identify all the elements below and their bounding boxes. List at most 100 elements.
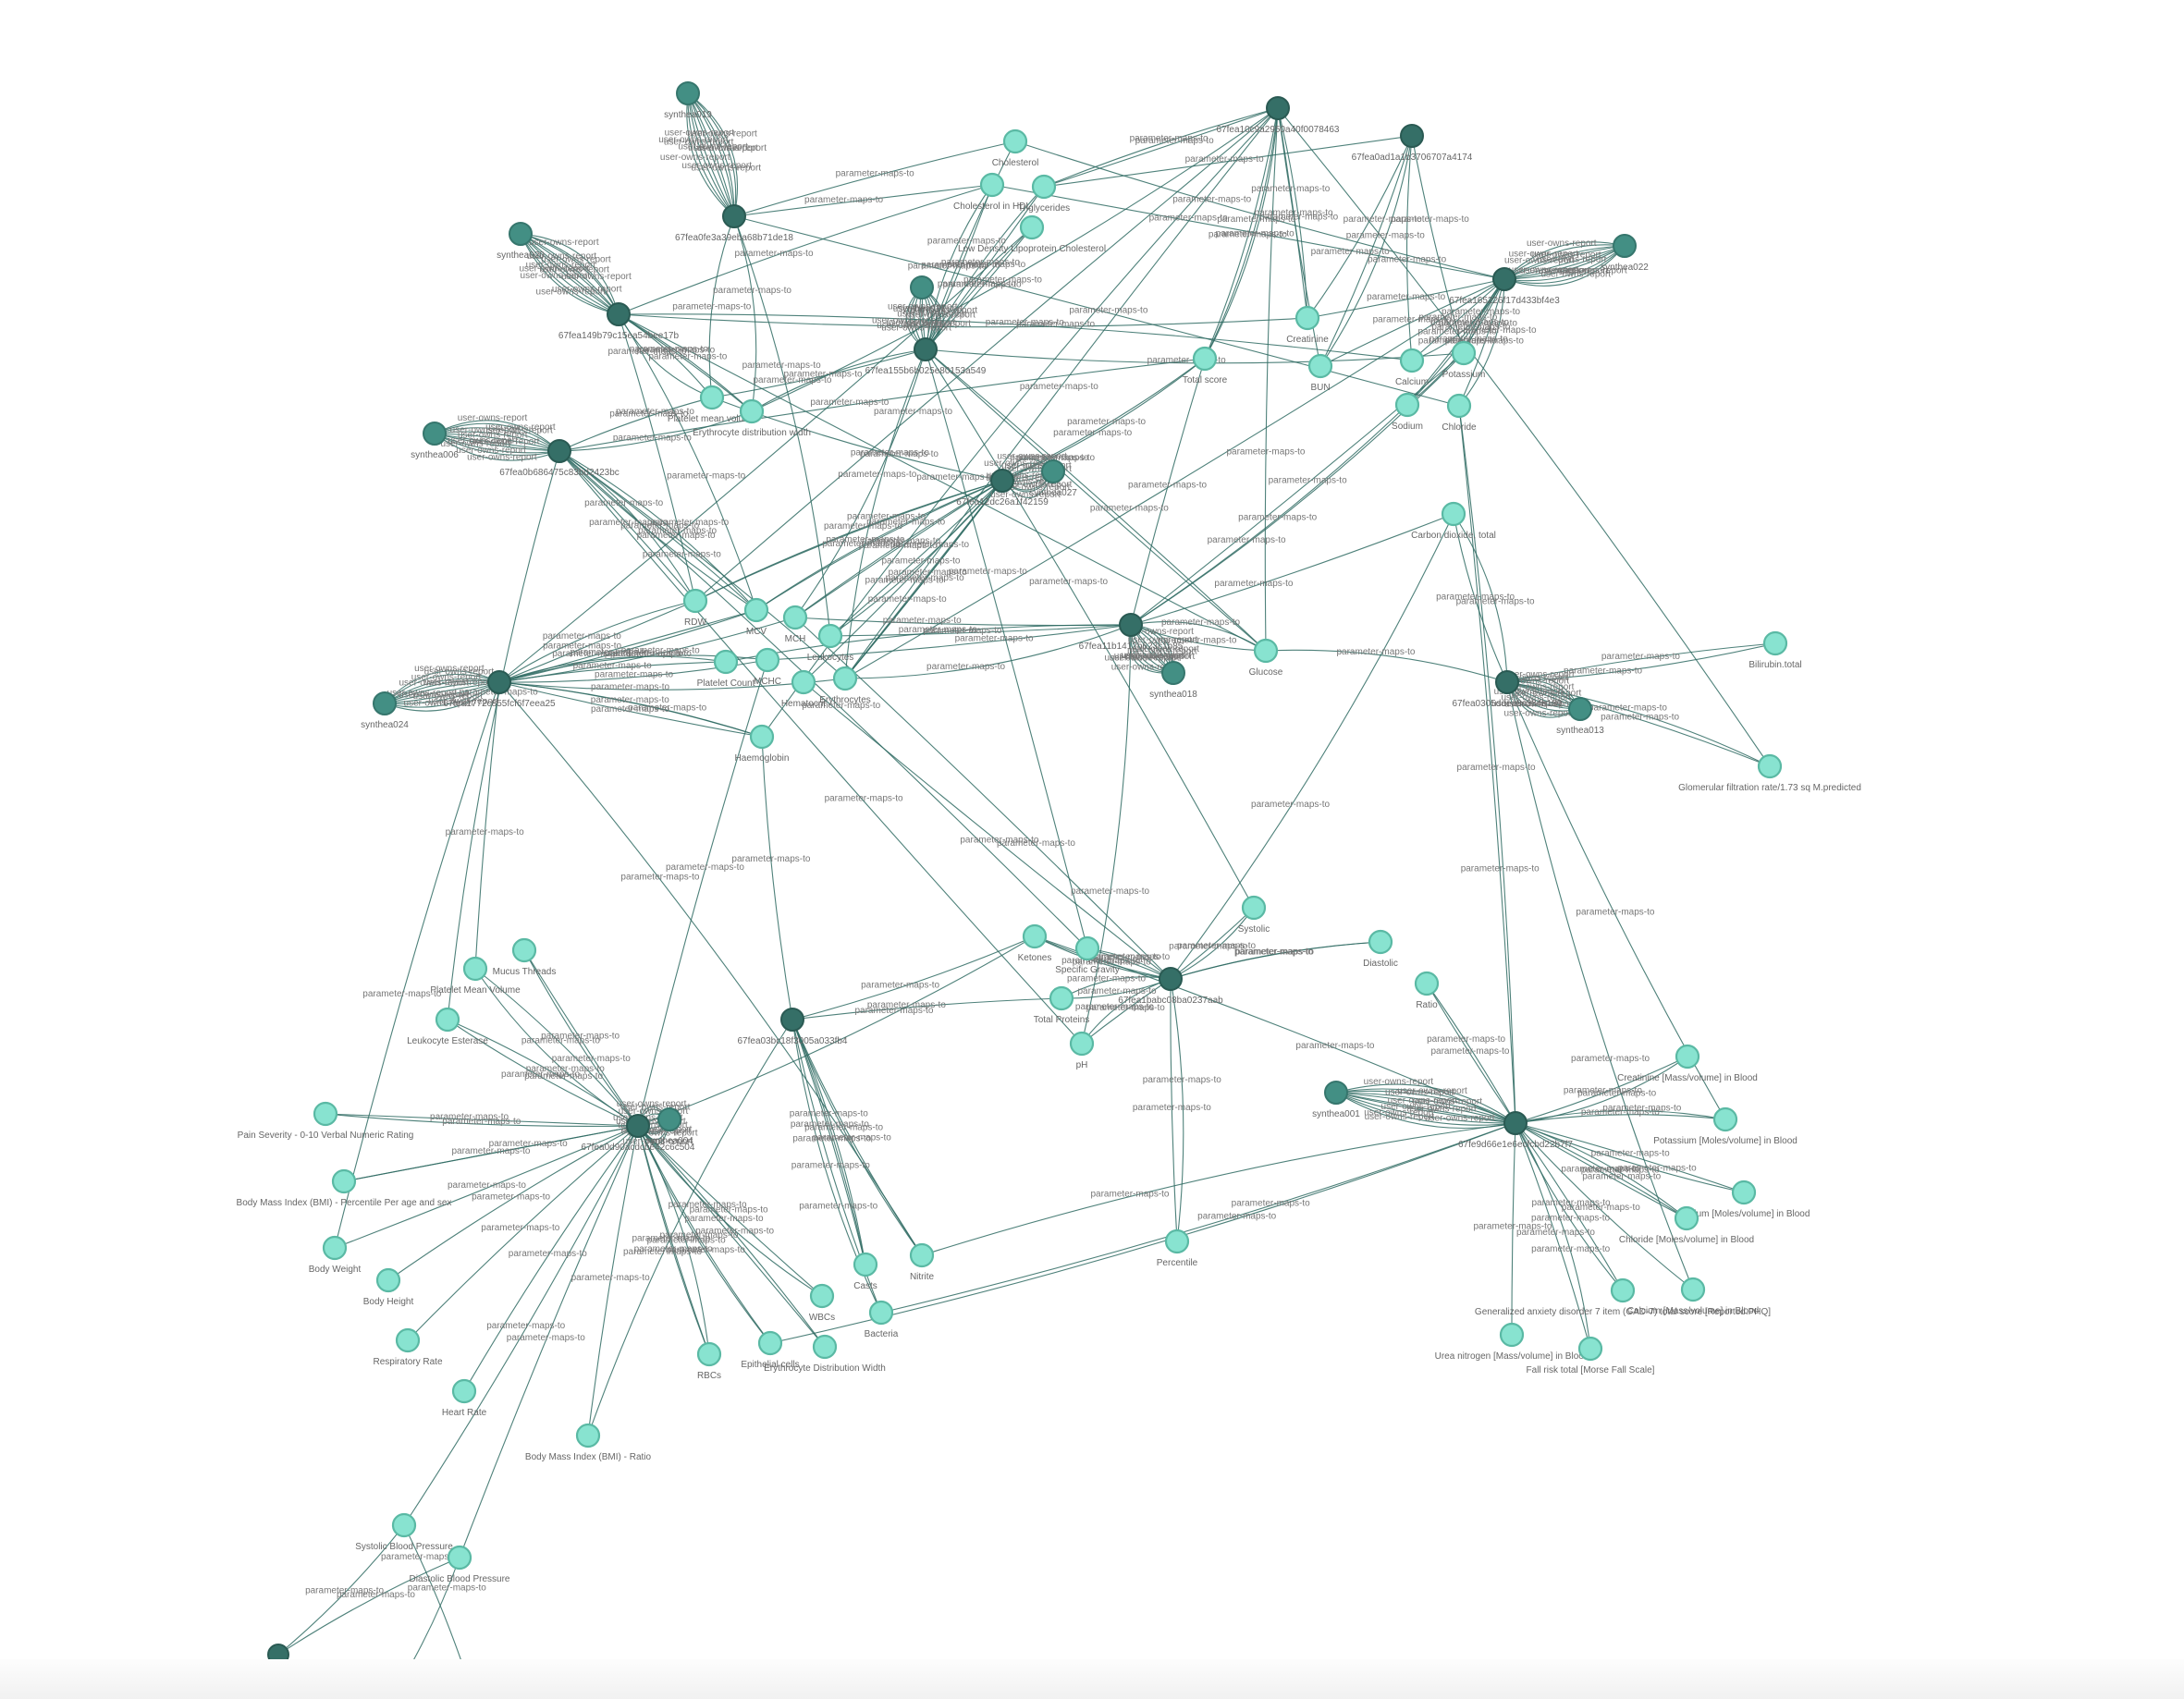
parameter-node[interactable]: Total Proteins [1034, 985, 1090, 1025]
report-node[interactable]: 67fea0b686475c83bd2423bc [499, 439, 620, 478]
report-node-circle[interactable] [1400, 124, 1424, 148]
user-node-circle[interactable] [1568, 697, 1592, 721]
user-node-circle[interactable] [1161, 661, 1185, 685]
user-node[interactable]: synthea022 [1601, 234, 1649, 273]
parameter-node-circle[interactable] [1002, 128, 1028, 154]
parameter-node[interactable]: Carbon dioxide, total [1411, 501, 1496, 541]
user-node-circle[interactable] [423, 422, 447, 446]
parameter-node[interactable]: Ketones [1018, 923, 1052, 963]
parameter-node[interactable]: RBCs [696, 1341, 722, 1381]
report-node[interactable]: 67fea11b1412b623c1b85 [1079, 613, 1184, 652]
user-node[interactable]: synthea021 [898, 275, 946, 314]
parameter-node-circle[interactable] [1712, 1106, 1738, 1132]
parameter-node[interactable]: Bilirubin.total [1748, 630, 1802, 670]
parameter-node-circle[interactable] [1757, 753, 1783, 779]
parameter-node-circle[interactable] [322, 1235, 348, 1261]
user-node[interactable]: synthea013 [1556, 697, 1604, 736]
parameter-node[interactable]: MCV [743, 597, 769, 637]
parameter-node-circle[interactable] [782, 605, 808, 630]
parameter-node[interactable]: Body Height [363, 1267, 414, 1307]
parameter-node-circle[interactable] [462, 956, 488, 982]
user-node-circle[interactable] [1613, 234, 1637, 258]
parameter-node[interactable]: Hematocrit [781, 669, 827, 709]
parameter-node-circle[interactable] [1680, 1277, 1706, 1302]
parameter-node-circle[interactable] [832, 666, 858, 691]
parameter-node-circle[interactable] [1049, 985, 1074, 1011]
parameter-node-circle[interactable] [1031, 174, 1057, 200]
report-node-circle[interactable] [990, 469, 1014, 493]
parameter-node-circle[interactable] [1368, 929, 1393, 955]
parameter-node[interactable]: Glomerular filtration rate/1.73 sq M.pre… [1678, 753, 1861, 793]
parameter-node-circle[interactable] [1394, 392, 1420, 418]
parameter-node[interactable]: Casts [853, 1252, 878, 1291]
report-node-circle[interactable] [1119, 613, 1143, 637]
report-node[interactable]: 67fea12dc26a1f42159 [956, 469, 1049, 507]
report-node[interactable]: 67fea0305ddea8c384b189 [1452, 670, 1563, 709]
parameter-node[interactable]: Generalized anxiety disorder 7 item (GAD… [1475, 1277, 1771, 1317]
parameter-node-circle[interactable] [375, 1267, 401, 1293]
parameter-node[interactable]: Sodium [1392, 392, 1423, 432]
parameter-node[interactable]: MCHC [754, 647, 781, 687]
parameter-node[interactable]: Percentile [1157, 1228, 1198, 1268]
parameter-node[interactable]: Leukocyte Esterase [407, 1007, 488, 1046]
parameter-node[interactable]: Ratio [1414, 971, 1440, 1010]
parameter-node[interactable]: Respiratory Rate [373, 1327, 443, 1367]
parameter-node-circle[interactable] [868, 1300, 894, 1326]
parameter-node[interactable]: Mucus Threads [493, 937, 557, 977]
parameter-node[interactable]: Erythrocyte Distribution Width [764, 1334, 886, 1374]
parameter-node[interactable]: Erythrocytes [819, 666, 871, 705]
parameter-node[interactable]: Glucose [1249, 638, 1283, 678]
report-node[interactable]: 67fea0ad1a1b3706707a4174 [1352, 124, 1473, 163]
parameter-node-circle[interactable] [1441, 501, 1466, 527]
parameter-node-circle[interactable] [713, 649, 739, 675]
parameter-node-circle[interactable] [909, 1242, 935, 1268]
parameter-node[interactable]: Chloride [1442, 393, 1477, 433]
parameter-node-circle[interactable] [1192, 346, 1218, 372]
parameter-node-circle[interactable] [1446, 393, 1472, 419]
parameter-node-circle[interactable] [696, 1341, 722, 1367]
parameter-node[interactable]: RDW [682, 588, 708, 628]
parameter-node[interactable]: Specific Gravity [1055, 935, 1120, 975]
parameter-node[interactable]: Platelet mean volume [668, 385, 757, 424]
user-node[interactable]: synthea004 [645, 1107, 693, 1146]
parameter-node-circle[interactable] [791, 669, 816, 695]
parameter-node[interactable]: Cholesterol [992, 128, 1039, 168]
parameter-node[interactable]: Chloride [Moles/volume] in Blood [1619, 1205, 1754, 1245]
report-node[interactable]: 67fea149b79c15ea54bee17b [558, 302, 680, 341]
report-node[interactable]: 67fea10c9a2950a40f0078463 [1217, 96, 1340, 135]
parameter-node[interactable]: Cholesterol in HDL [953, 172, 1031, 212]
parameter-node-circle[interactable] [391, 1512, 417, 1538]
parameter-node-circle[interactable] [1294, 305, 1320, 331]
report-node[interactable]: 67fea0fe3a39eba68b71de18 [675, 204, 793, 243]
report-node[interactable]: 67fea165226f17d433bf4e3 [1449, 267, 1560, 306]
user-node-circle[interactable] [676, 81, 700, 105]
parameter-node-circle[interactable] [979, 172, 1005, 198]
parameter-node-circle[interactable] [1675, 1044, 1700, 1070]
parameter-node[interactable]: Platelet Mean Volume [430, 956, 521, 996]
parameter-node-circle[interactable] [757, 1330, 783, 1356]
parameter-node[interactable]: Triglycerides [1018, 174, 1070, 214]
report-node-circle[interactable] [1503, 1111, 1528, 1135]
report-node-circle[interactable] [547, 439, 571, 463]
parameter-node-circle[interactable] [1762, 630, 1788, 656]
user-node-circle[interactable] [910, 275, 934, 299]
parameter-node[interactable]: Diastolic Blood Pressure [410, 1545, 510, 1584]
report-node-partial[interactable] [267, 1644, 289, 1659]
parameter-node[interactable]: Calcium [Mass/volume] in Blood [1627, 1277, 1759, 1316]
parameter-node[interactable]: Bacteria [865, 1300, 899, 1339]
user-node-circle[interactable] [373, 691, 397, 715]
parameter-node[interactable]: Nitrite [909, 1242, 935, 1282]
parameter-node[interactable]: Calcium [1395, 348, 1429, 387]
parameter-node-circle[interactable] [313, 1101, 338, 1127]
parameter-node[interactable]: WBCs [809, 1283, 835, 1323]
user-node[interactable]: synthea020 [497, 222, 545, 261]
report-node[interactable]: 67fea1babc08ba0237aab [1118, 967, 1223, 1006]
report-node[interactable]: 67fea155b6b025e80153a549 [865, 337, 987, 376]
parameter-node-circle[interactable] [1241, 895, 1267, 921]
report-node-circle[interactable] [1159, 967, 1183, 991]
parameter-node-circle[interactable] [1022, 923, 1048, 949]
parameter-node-circle[interactable] [1074, 935, 1100, 961]
parameter-node-circle[interactable] [853, 1252, 878, 1277]
parameter-node[interactable]: Epithelial cells [741, 1330, 800, 1370]
parameter-node[interactable]: Haemoglobin [735, 724, 790, 764]
